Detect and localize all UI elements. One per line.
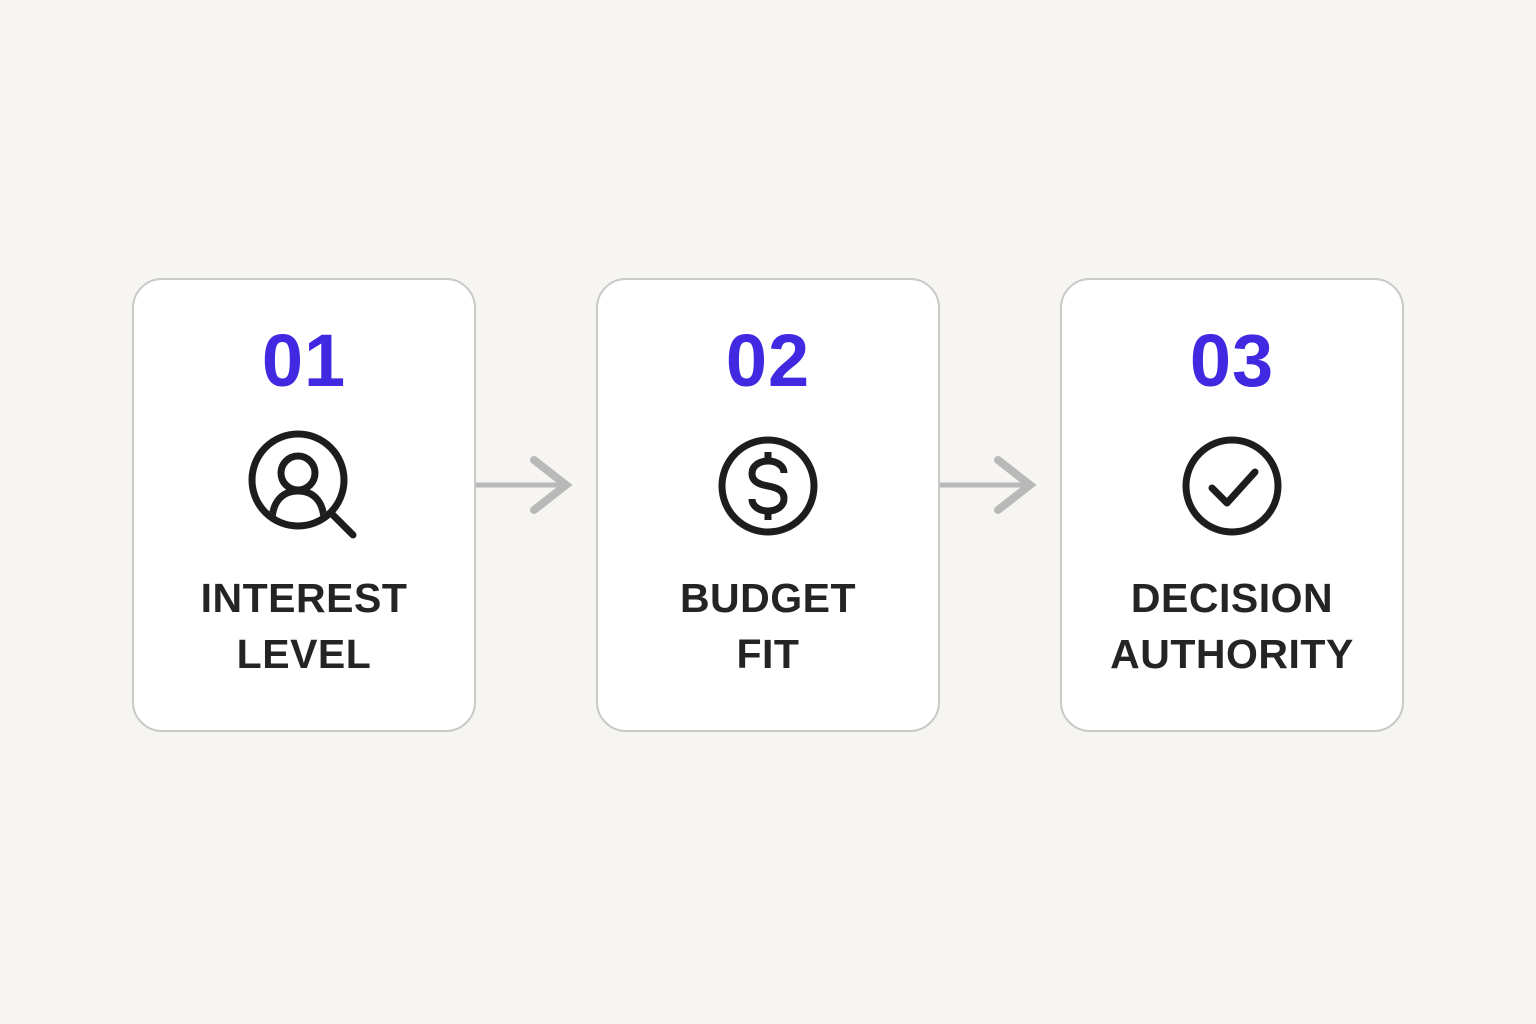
arrow-right-icon xyxy=(940,456,1037,514)
step-card-budget-fit: 02 BUDGET FIT xyxy=(596,278,940,732)
step-label-line: DECISION xyxy=(1130,575,1334,621)
step-label: DECISION AUTHORITY xyxy=(1110,570,1354,682)
check-circle-icon xyxy=(1174,428,1290,544)
dollar-circle-icon xyxy=(710,428,826,544)
step-label: INTEREST LEVEL xyxy=(201,570,408,682)
step-label-line: FIT xyxy=(736,631,800,677)
step-number: 02 xyxy=(725,319,811,402)
connector xyxy=(940,278,1060,732)
step-number: 01 xyxy=(261,319,347,402)
step-card-interest-level: 01 INTEREST LEVEL xyxy=(132,278,476,732)
person-search-icon xyxy=(246,428,362,544)
step-label-line: INTEREST xyxy=(200,575,408,621)
arrow-right-icon xyxy=(476,456,573,514)
step-label-line: AUTHORITY xyxy=(1110,631,1354,677)
step-label: BUDGET FIT xyxy=(680,570,856,682)
step-label-line: LEVEL xyxy=(236,631,372,677)
step-number: 03 xyxy=(1189,319,1275,402)
step-card-decision-authority: 03 DECISION AUTHORITY xyxy=(1060,278,1404,732)
connector xyxy=(476,278,596,732)
step-label-line: BUDGET xyxy=(679,575,857,621)
steps-row: 01 INTEREST LEVEL xyxy=(132,278,1404,732)
